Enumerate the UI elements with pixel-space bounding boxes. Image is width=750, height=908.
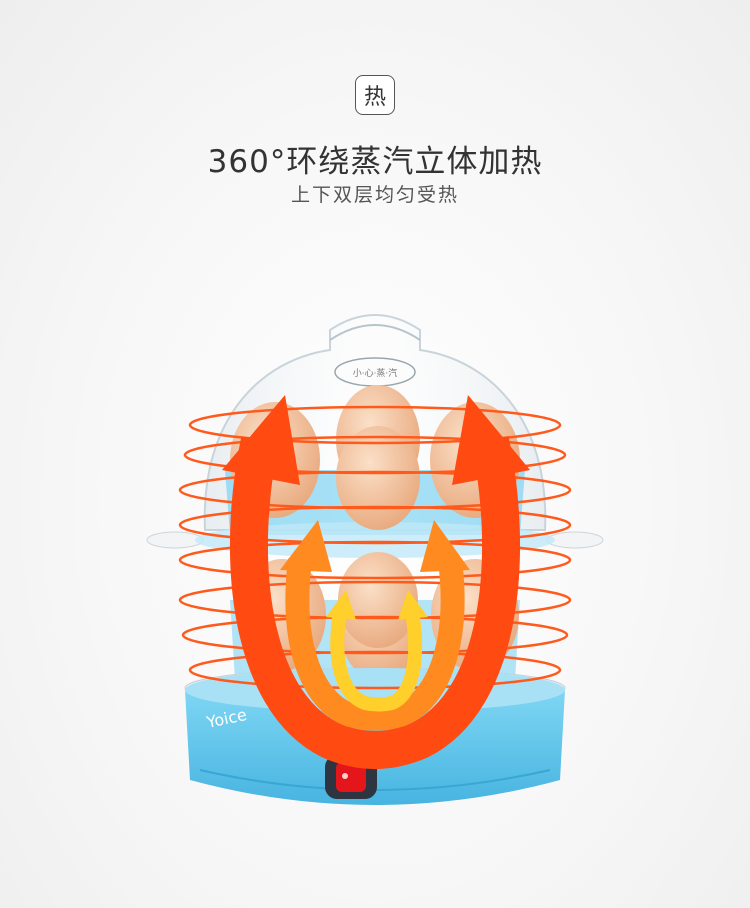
heat-badge-icon: 热 [355, 75, 395, 115]
heat-arrow-icon [222, 395, 530, 769]
page-title: 360°环绕蒸汽立体加热 [207, 144, 543, 180]
page-subtitle: 上下双层均匀受热 [290, 184, 459, 206]
steam-ring-icon [178, 405, 572, 690]
lid-label: 小·心·蒸·汽 [353, 367, 398, 379]
